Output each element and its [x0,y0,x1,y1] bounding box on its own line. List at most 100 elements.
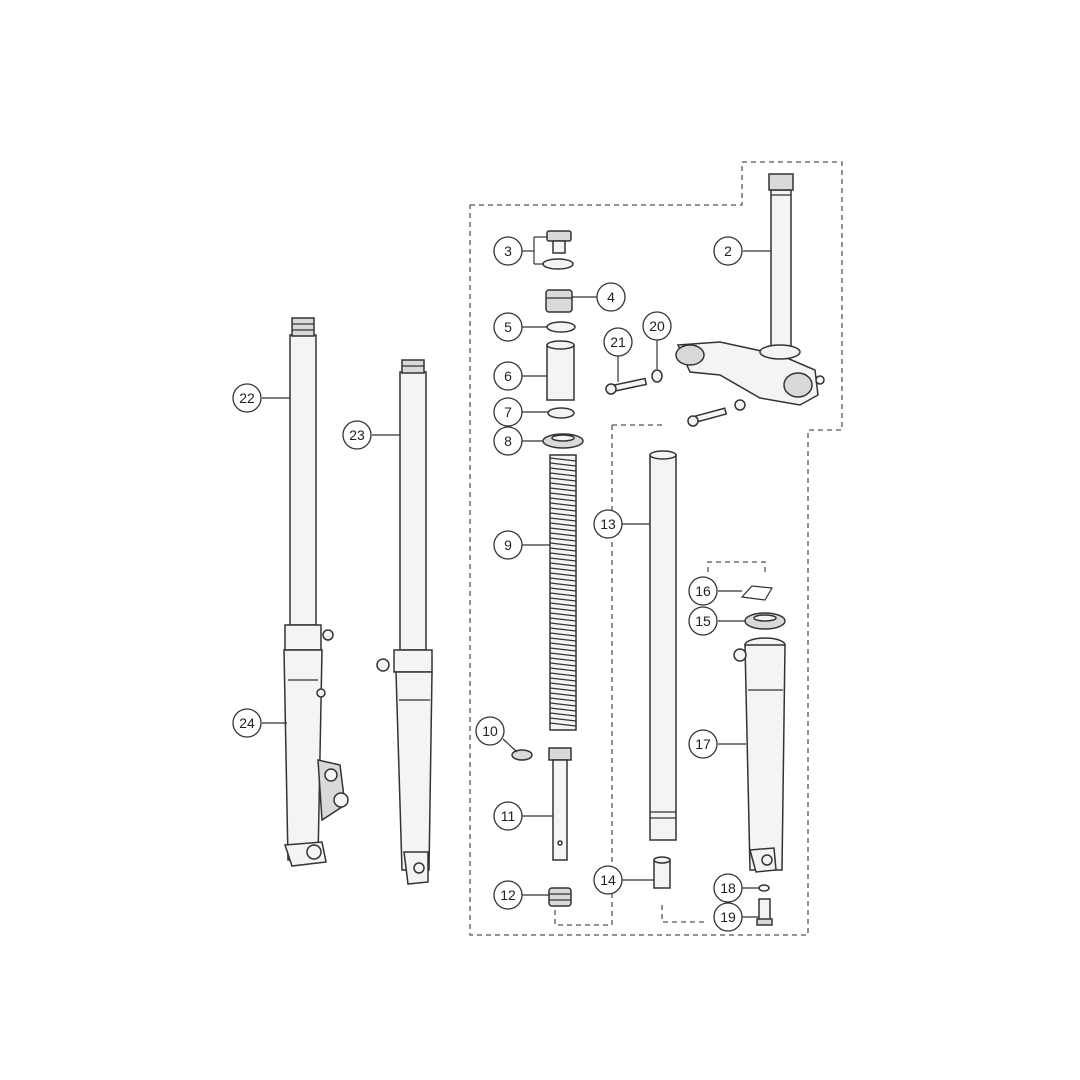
callout-2: 2 [713,236,743,266]
callout-24-label: 24 [239,715,255,731]
callout-11-label: 11 [501,808,516,824]
o-ring-5 [546,321,576,333]
callouts: 2 3 4 5 6 7 8 9 10 11 12 13 14 15 16 17 … [232,236,743,932]
callout-7: 7 [493,397,523,427]
spring-coil [549,512,577,517]
callout-5-label: 5 [504,319,512,335]
spring-coil [549,552,577,557]
bolt-3 [542,230,574,270]
callout-8: 8 [493,426,523,456]
bolt-19 [756,898,773,926]
seal-group-bracket [707,561,766,572]
ring-7 [547,407,575,419]
callout-4: 4 [596,282,626,312]
callout-14-label: 14 [600,872,616,888]
callout-10-label: 10 [482,723,498,739]
callout-3-label: 3 [504,243,512,259]
spring-coil [549,632,577,637]
spring-coil [549,702,577,707]
spring-coil [549,637,577,642]
callout-17: 17 [688,729,718,759]
spring-coil [549,497,577,502]
spring-coil [549,682,577,687]
spring-coil [549,457,577,462]
spring-coil [549,707,577,712]
callout-19-label: 19 [720,909,736,925]
bolt-21 [605,377,648,395]
spring-coil [549,582,577,587]
callout-6-label: 6 [504,368,512,384]
callout-9: 9 [493,530,523,560]
spring-coil [549,467,577,472]
callout-18: 18 [713,873,743,903]
spring-coil [549,722,577,727]
spring-coil [549,502,577,507]
callout-17-label: 17 [695,736,711,752]
fork-spring-9 [549,454,577,731]
spring-coil [549,597,577,602]
damper-rod-11 [548,747,572,861]
callout-23: 23 [342,420,372,450]
spring-coil [549,487,577,492]
spring-coil [549,572,577,577]
spring-coil [549,672,577,677]
callout-19: 19 [713,902,743,932]
callout-22-label: 22 [239,390,255,406]
callout-21: 21 [603,327,633,357]
callout-2-label: 2 [724,243,732,259]
leader-lines [262,236,771,918]
callout-7-label: 7 [504,404,512,420]
spring-coil [549,622,577,627]
spring-coil [549,517,577,522]
callout-12-label: 12 [500,887,516,903]
inner-group-outline [554,424,708,926]
washer-20 [651,369,663,383]
clip-16 [740,585,773,601]
spring-coil [549,562,577,567]
callout-11: 11 [493,801,523,831]
spring-coil [549,577,577,582]
callout-4-label: 4 [607,289,615,305]
spring-coil [549,462,577,467]
spring-coil [549,592,577,597]
spring-coil [549,587,577,592]
spring-coil [549,522,577,527]
inner-tube-13 [649,450,677,841]
bushing-14 [653,856,671,889]
steering-stem-2 [675,173,825,406]
spring-coil [549,617,577,622]
rebound-spring-12 [548,887,572,907]
spring-coil [549,657,577,662]
outer-tube-17 [733,637,786,873]
callout-6: 6 [493,361,523,391]
spring-coil [549,567,577,572]
spring-coil [549,532,577,537]
callout-12: 12 [493,880,523,910]
callout-15: 15 [688,606,718,636]
spring-coil [549,507,577,512]
spring-coil [549,717,577,722]
callout-5: 5 [493,312,523,342]
spring-coil [549,647,577,652]
callout-8-label: 8 [504,433,512,449]
callout-10: 10 [475,716,505,746]
spring-seat-8 [542,433,584,449]
spring-coil [549,687,577,692]
washer-10 [511,749,533,761]
spring-coil [549,627,577,632]
callout-18-label: 18 [720,880,736,896]
callout-20-label: 20 [649,318,665,334]
callout-13-label: 13 [600,516,616,532]
spring-coil [549,547,577,552]
spring-coil [549,712,577,717]
callout-23-label: 23 [349,427,365,443]
spring-coil [549,492,577,497]
callout-15-label: 15 [695,613,711,629]
spring-coil [549,542,577,547]
top-cap-4 [545,289,573,313]
spring-coil [549,697,577,702]
spring-coil [549,652,577,657]
callout-14: 14 [593,865,623,895]
